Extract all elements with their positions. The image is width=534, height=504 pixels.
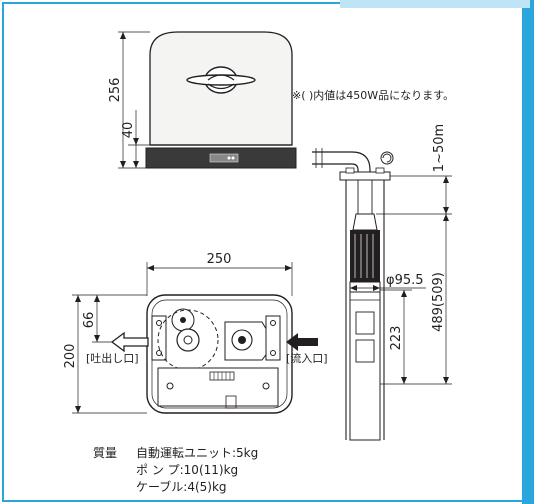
unit-base-dimension: 40	[121, 110, 150, 168]
weights-heading: 質量	[93, 445, 117, 460]
unit-height-label: 256	[108, 78, 123, 103]
submersible-pump-view	[312, 148, 394, 441]
handle-emblem-icon	[186, 66, 256, 94]
model-note: ※( )内値は450W品になります。	[292, 88, 454, 102]
inlet-label: [流入口]	[286, 351, 328, 365]
pump-diameter-dimension: φ95.5	[350, 273, 426, 291]
cable-entry-icon	[380, 151, 394, 165]
pump-diameter-label: φ95.5	[386, 273, 424, 288]
pump-length-label: 489(509)	[431, 272, 446, 332]
control-unit-front-view	[145, 31, 297, 169]
control-unit-plan-view	[146, 294, 293, 414]
weight-unit: 自動運転ユニット:5kg	[136, 446, 258, 460]
inlet-arrow-icon	[286, 333, 318, 351]
depth-range-label: 1~50m	[432, 124, 447, 172]
pump-section-dimension: 223	[380, 289, 412, 384]
plan-depth-dimension: 200	[63, 294, 147, 414]
depth-range-dimension: 1~50m	[376, 124, 452, 215]
weight-pump: ポ ン プ:10(11)kg	[136, 463, 238, 477]
unit-width-dimension: 250	[146, 252, 293, 296]
plan-offset-label: 66	[82, 312, 97, 329]
plan-offset-dimension: 66	[82, 295, 112, 343]
outlet-label: [吐出し口]	[86, 351, 139, 365]
plan-depth-label: 200	[63, 344, 78, 369]
unit-base-label: 40	[121, 122, 136, 139]
weights-block: 質量 自動運転ユニット:5kg ポ ン プ:10(11)kg ケーブル:4(5)…	[93, 445, 258, 494]
unit-height-dimension: 256	[108, 31, 150, 169]
pump-length-dimension: 489(509)	[380, 214, 452, 385]
weight-cable: ケーブル:4(5)kg	[136, 479, 227, 494]
pump-section-label: 223	[389, 326, 404, 351]
unit-width-label: 250	[207, 252, 232, 267]
outlet-arrow-icon	[110, 331, 149, 353]
